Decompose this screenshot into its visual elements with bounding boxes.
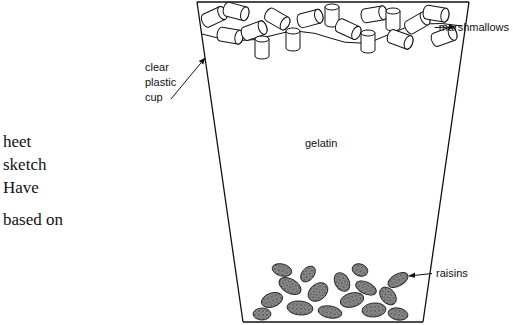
marshmallows — [199, 1, 458, 59]
leader-line — [409, 274, 432, 277]
part-label: raisins — [436, 266, 468, 281]
text-fragment: sketch — [3, 155, 46, 175]
leader-lines — [171, 27, 455, 276]
text-fragment: Have — [3, 178, 39, 198]
part-label: clear plastic cup — [145, 60, 185, 105]
part-label: marshmallows — [439, 20, 509, 35]
text-fragment: heet — [3, 132, 31, 152]
part-label: gelatin — [305, 136, 337, 151]
raisins — [253, 262, 411, 322]
text-fragment: based on — [3, 210, 63, 230]
plastic-cup — [197, 2, 469, 322]
